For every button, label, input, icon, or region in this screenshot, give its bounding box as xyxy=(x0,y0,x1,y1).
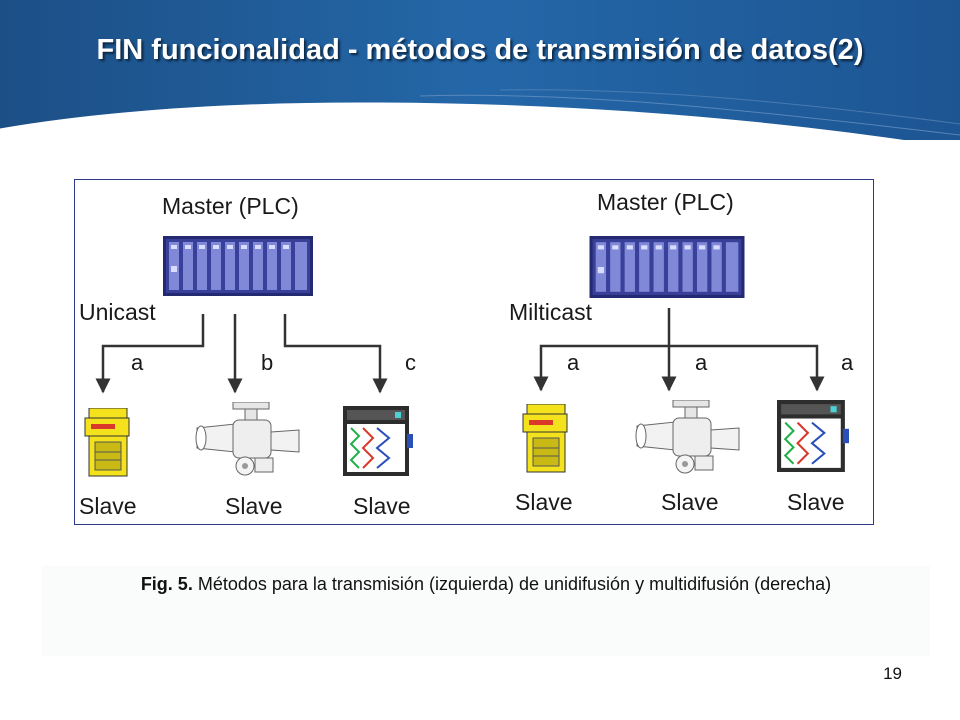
left-slave-label: Slave xyxy=(225,493,283,519)
right-mode-label: Milticast xyxy=(509,299,593,325)
recorder-device-icon xyxy=(777,400,849,472)
left-branch-label: a xyxy=(131,350,144,375)
left-slave-label: Slave xyxy=(353,493,411,519)
left-branch-label: b xyxy=(261,350,273,375)
header-banner xyxy=(0,0,960,140)
right-master-label: Master (PLC) xyxy=(597,189,734,215)
right-slave-label: Slave xyxy=(661,489,719,515)
recorder-device-icon xyxy=(343,406,413,476)
right-branch-label: a xyxy=(841,350,854,375)
left-branch-a-arrow xyxy=(95,314,205,394)
caption-text: Métodos para la transmisión (izquierda) … xyxy=(197,574,832,594)
left-master-label: Master (PLC) xyxy=(162,193,299,219)
figure-caption: Fig. 5. Métodos para la transmisión (izq… xyxy=(60,571,912,598)
valve-device-icon xyxy=(635,400,740,474)
page-number: 19 xyxy=(883,664,902,683)
caption-box xyxy=(42,566,930,656)
valve-device-icon xyxy=(195,402,300,476)
left-slave-label: Slave xyxy=(79,493,137,519)
sensor-device-icon xyxy=(84,408,130,477)
left-plc-icon xyxy=(163,236,313,296)
slide-title: FIN funcionalidad - métodos de transmisi… xyxy=(96,34,864,66)
transmission-diagram: Master (PLC) Unicast a b c Slave Slave S… xyxy=(74,179,874,525)
caption-prefix: Fig. 5. xyxy=(140,574,193,594)
right-slave-label: Slave xyxy=(787,489,845,515)
right-plc-icon xyxy=(589,236,745,298)
left-branch-c-arrow xyxy=(283,314,388,394)
right-slave-label: Slave xyxy=(515,489,573,515)
left-mode-label: Unicast xyxy=(79,299,156,325)
sensor-device-icon xyxy=(522,404,568,473)
right-branch-label: a xyxy=(695,350,708,375)
right-branch-label: a xyxy=(567,350,580,375)
right-branch-left-arrow xyxy=(533,344,669,392)
right-branch-right-arrow xyxy=(669,344,825,392)
left-branch-label: c xyxy=(405,350,416,375)
